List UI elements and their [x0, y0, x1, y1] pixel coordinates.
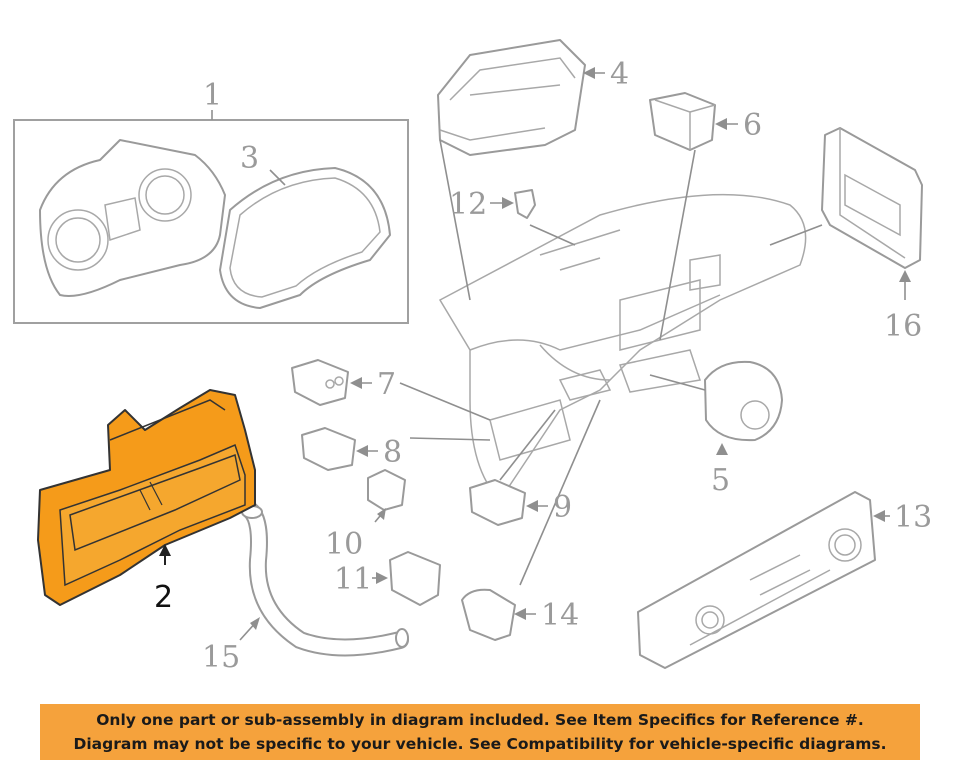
part-5 — [649, 360, 783, 455]
part-2-instrument-cluster-highlighted — [37, 389, 256, 606]
part-6 — [649, 92, 738, 341]
part-9 — [469, 409, 556, 526]
disclaimer-banner: Only one part or sub-assembly in diagram… — [40, 704, 920, 760]
instrument-panel-outline — [438, 193, 807, 502]
callout-14: 14 — [541, 598, 579, 633]
part-3-lens — [219, 167, 391, 309]
callout-12: 12 — [449, 187, 487, 222]
part-14 — [461, 399, 601, 641]
part-16 — [769, 127, 923, 300]
part-4 — [437, 39, 605, 301]
part-1-box — [13, 110, 409, 324]
callout-6: 6 — [743, 108, 762, 143]
part-13 — [637, 491, 890, 669]
callout-5: 5 — [711, 463, 730, 498]
callout-16: 16 — [884, 309, 922, 344]
disclaimer-line-1: Only one part or sub-assembly in diagram… — [96, 711, 864, 729]
callout-10: 10 — [325, 527, 363, 562]
part-1-cluster-assembly — [39, 139, 226, 297]
callout-3: 3 — [240, 141, 259, 176]
callout-11: 11 — [334, 562, 372, 597]
callout-8: 8 — [383, 435, 402, 470]
disclaimer-line-2: Diagram may not be specific to your vehi… — [73, 735, 887, 753]
part-7 — [291, 359, 491, 421]
callout-7: 7 — [377, 367, 396, 402]
part-10 — [367, 469, 406, 523]
callout-4: 4 — [610, 57, 629, 92]
callout-9: 9 — [553, 490, 572, 525]
part-12 — [490, 189, 576, 246]
callout-1: 1 — [203, 78, 222, 113]
part-11 — [372, 551, 441, 606]
part-8 — [301, 427, 491, 471]
callout-15: 15 — [202, 640, 240, 675]
callout-13: 13 — [894, 500, 932, 535]
callout-2-highlighted: 2 — [154, 580, 173, 615]
